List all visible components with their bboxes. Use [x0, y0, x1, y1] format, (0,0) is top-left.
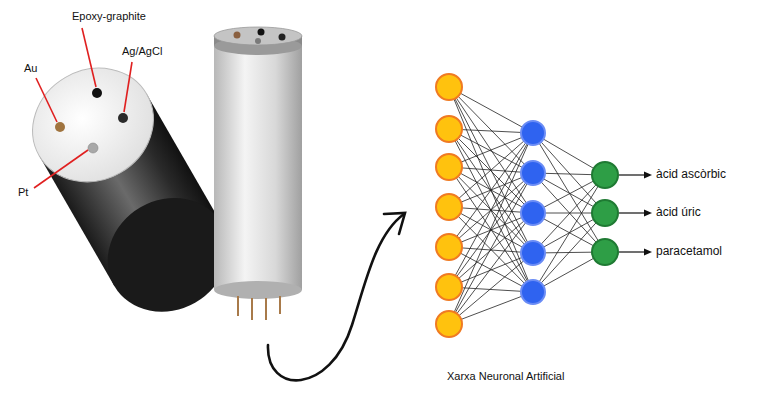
electrode-contacts: [118, 113, 128, 123]
electrode-body: [279, 296, 281, 314]
network-link: [449, 87, 533, 292]
output-neuron: [592, 200, 618, 226]
electrode-contacts: [55, 122, 65, 132]
electrode-contacts: [88, 143, 98, 153]
output-arrow: [644, 172, 652, 179]
network-link: [449, 87, 605, 324]
electrode-body: [214, 27, 302, 45]
electrode-body: [258, 29, 265, 36]
output-arrow: [644, 249, 652, 256]
output-neuron: [592, 162, 618, 265]
output-arrow: [619, 174, 648, 175]
neural-network: [436, 74, 652, 337]
hidden-neuron: [521, 280, 545, 304]
curved-arrow: [384, 213, 405, 234]
electrode-end: [12, 46, 174, 203]
hidden-neuron: [521, 201, 545, 225]
electrode-body: [251, 298, 253, 320]
input-neuron: [436, 274, 462, 300]
leader-line: [36, 78, 57, 122]
electrode-body: [279, 34, 286, 41]
hidden-neuron: [521, 121, 545, 145]
input-neuron: [436, 234, 462, 260]
output-arrow: [619, 212, 648, 213]
input-neuron: [436, 74, 462, 100]
curved-arrow: [268, 213, 405, 380]
output-neuron: [592, 239, 618, 265]
curved-arrow: [268, 214, 404, 380]
network-link: [449, 129, 533, 253]
caption: Xarxa Neuronal Artificial: [447, 370, 564, 383]
network-link: [533, 175, 605, 292]
input-neuron: [436, 74, 462, 337]
output-arrow: [619, 251, 648, 252]
electrode-body: [238, 296, 280, 320]
output-label: àcid ascòrbic: [656, 168, 726, 182]
part-label: Au: [24, 62, 37, 75]
electrode-body: [237, 296, 239, 316]
electrode-body: [255, 38, 261, 44]
part-label: Ag/AgCl: [122, 45, 162, 58]
leader-line: [82, 28, 96, 87]
input-neuron: [436, 311, 462, 337]
electrode-end: [12, 46, 249, 333]
output-label: àcid úric: [656, 206, 701, 220]
output-neuron: [592, 162, 618, 188]
leader-line: [34, 28, 132, 188]
electrode-contacts: [55, 88, 128, 153]
electrode-contacts: [92, 88, 102, 98]
network-link: [449, 213, 533, 324]
part-label: Epoxy-graphite: [72, 10, 146, 23]
electrode-body: [265, 298, 267, 320]
input-neuron: [436, 116, 462, 142]
input-neuron: [436, 194, 462, 220]
leader-line: [124, 62, 132, 112]
leader-line: [34, 150, 88, 188]
hidden-neuron: [521, 161, 545, 185]
output-label: paracetamol: [656, 245, 722, 259]
output-arrow: [644, 210, 652, 217]
hidden-neuron: [521, 241, 545, 265]
output-arrow: [619, 172, 652, 256]
electrode-body: [214, 27, 302, 320]
electrode-body: [234, 32, 241, 39]
hidden-neuron: [521, 121, 545, 304]
electrode-body: [214, 281, 302, 299]
input-neuron: [436, 154, 462, 180]
electrode-body: [214, 46, 302, 290]
part-label: Pt: [18, 186, 28, 199]
